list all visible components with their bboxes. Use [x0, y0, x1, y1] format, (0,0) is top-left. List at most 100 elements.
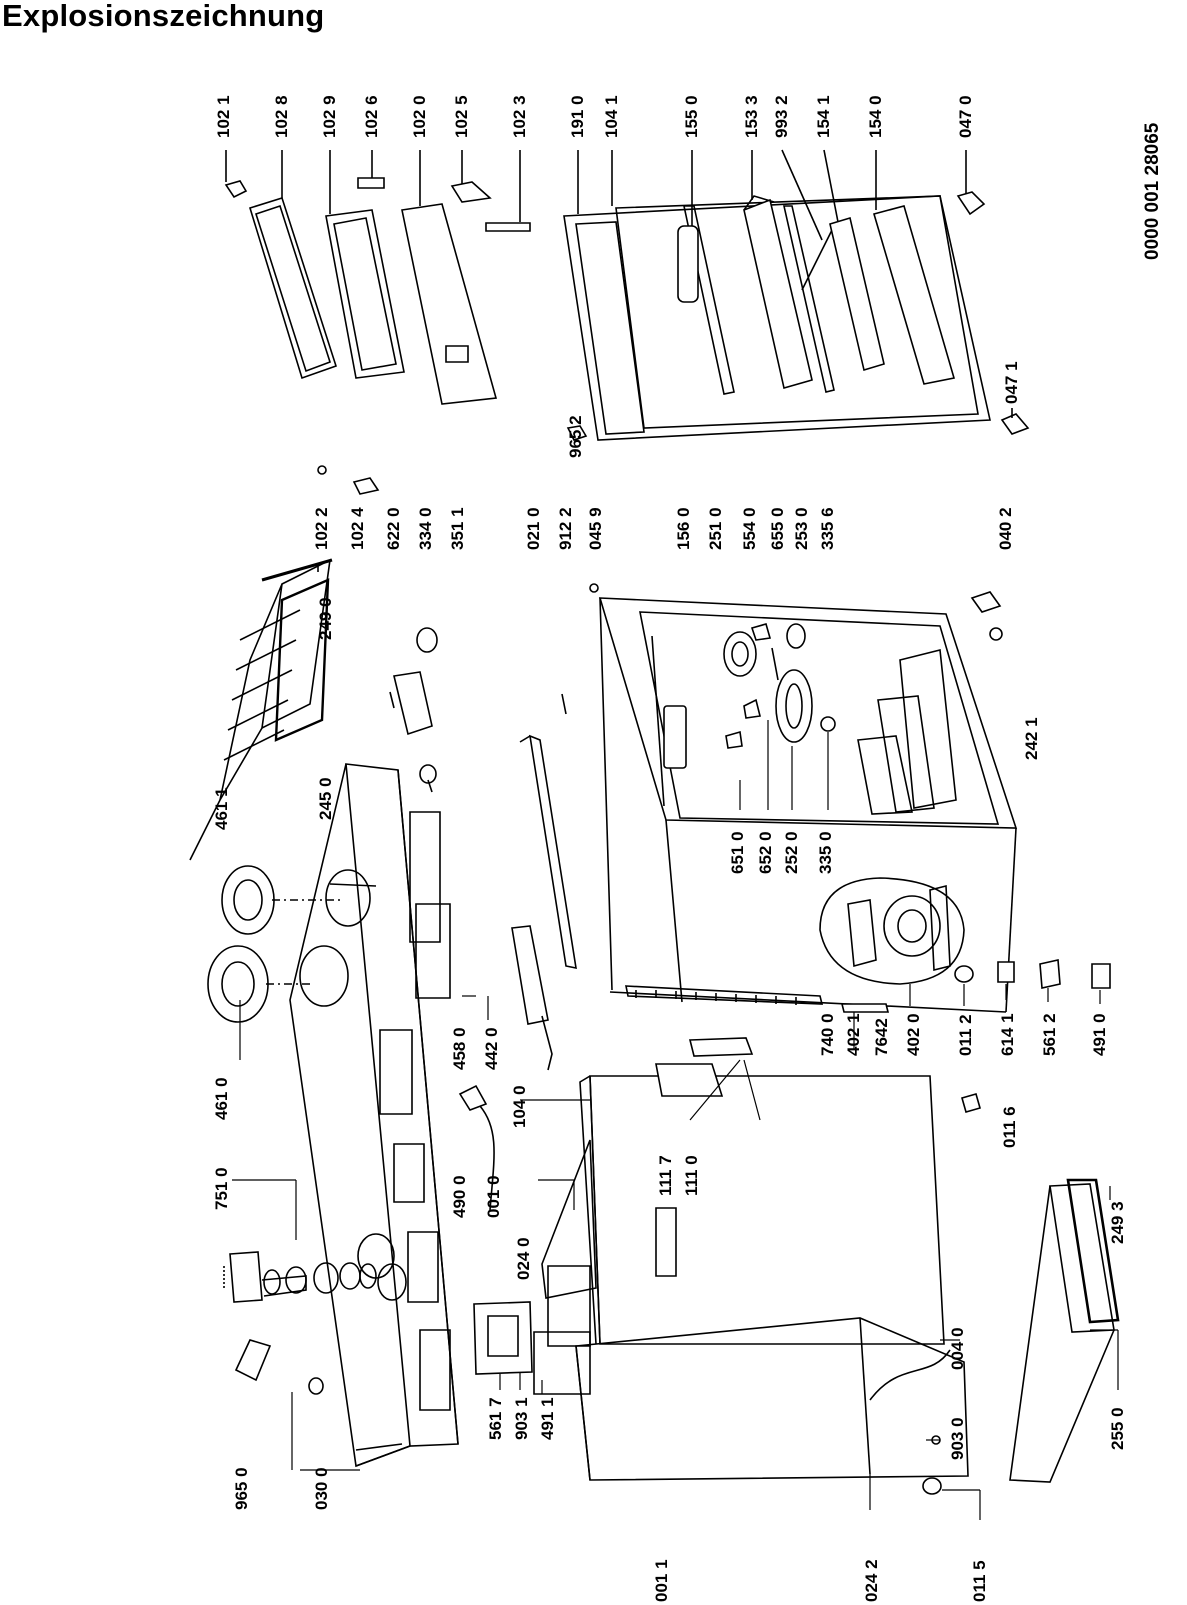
label-461-0: 461 0 — [212, 1077, 231, 1120]
label-655-0: 655 0 — [768, 507, 787, 550]
label-965-2: 965 2 — [566, 415, 585, 458]
egg-tray-155-0 — [678, 150, 698, 302]
document-code: 0000 001 28065 — [1142, 122, 1163, 260]
rail-021-0 — [520, 736, 576, 968]
label-903-0: 903 0 — [948, 1417, 967, 1460]
label-252-0: 252 0 — [782, 831, 801, 874]
compressor-detail-402-0 — [820, 878, 964, 984]
cabinet-outer-001-1 — [576, 1318, 968, 1480]
door-frame-102-9 — [326, 150, 404, 378]
strip-102-3 — [486, 150, 530, 231]
door-shelf-153-3 — [744, 150, 812, 388]
label-965-0: 965 0 — [232, 1467, 251, 1510]
label-255-0: 255 0 — [1108, 1407, 1127, 1450]
screw-912-2 — [562, 694, 566, 714]
label-490-0: 490 0 — [450, 1175, 469, 1218]
label-251-0: 251 0 — [706, 507, 725, 550]
label-651-0: 651 0 — [728, 831, 747, 874]
part-651-0 — [726, 732, 742, 748]
label-024-0: 024 0 — [514, 1237, 533, 1280]
shelf-rim-249-0 — [276, 566, 328, 740]
label-104-0: 104 0 — [510, 1085, 529, 1128]
clip-102-4 — [354, 478, 378, 494]
grid-shelf-245-0 — [190, 560, 332, 860]
condenser-740-0 — [626, 986, 822, 1005]
part-554-0 — [752, 624, 770, 640]
label-011-2: 011 2 — [956, 1014, 975, 1056]
cabinet-inner-body — [600, 598, 1016, 1012]
burner-assembly-751-0 — [224, 1252, 376, 1380]
label-001-1: 001 1 — [652, 1559, 671, 1602]
page-title: Explosionszeichnung — [2, 0, 325, 33]
label-903-1: 903 1 — [512, 1397, 531, 1440]
label-7642: 7642 — [872, 1018, 891, 1056]
screw-965-2 — [568, 426, 586, 440]
label-102-1: 102 1 — [214, 95, 233, 138]
foot-011-5 — [923, 1478, 941, 1494]
label-030-0: 030 0 — [312, 1467, 331, 1510]
base-plate-255-0 — [1010, 1184, 1114, 1482]
door-shelf-154-1 — [824, 150, 884, 370]
inner-door-191-0 — [564, 150, 990, 440]
label-047-0: 047 0 — [956, 95, 975, 138]
label-102-6: 102 6 — [362, 95, 381, 138]
screw-045-9 — [590, 584, 598, 592]
label-102-5: 102 5 — [452, 95, 471, 138]
hinge-047-1 — [1002, 408, 1028, 434]
label-458-0: 458 0 — [450, 1027, 469, 1070]
label-011-5: 011 5 — [970, 1560, 989, 1602]
label-249-3: 249 3 — [1108, 1201, 1127, 1244]
label-024-2: 024 2 — [862, 1559, 881, 1602]
lamp-351-1 — [420, 765, 436, 792]
label-001-0: 001 0 — [484, 1175, 503, 1218]
drawer-boxes-458-0 — [410, 812, 450, 998]
part-253-0 — [787, 624, 805, 648]
hinge-102-1 — [226, 150, 246, 197]
fridge-door-104-0 — [580, 1076, 944, 1344]
evaporator-tray-156-0 — [664, 706, 686, 768]
light-cover-251-0 — [724, 632, 756, 676]
hinge-102-6 — [358, 150, 384, 188]
label-442-0: 442 0 — [482, 1027, 501, 1070]
screw-102-2 — [318, 466, 326, 474]
label-104-1: 104 1 — [602, 95, 621, 138]
leader-lines — [232, 720, 1118, 1520]
handle-111-7 — [656, 1064, 722, 1096]
door-panel-102-0 — [402, 150, 496, 404]
label-402-0: 402 0 — [904, 1013, 923, 1056]
hinge-047-0 — [958, 150, 984, 214]
label-154-1: 154 1 — [814, 95, 833, 138]
label-191-0: 191 0 — [568, 95, 587, 138]
label-102-3: 102 3 — [510, 95, 529, 138]
panel-491-1 — [534, 1332, 590, 1394]
label-047-1: 047 1 — [1002, 361, 1021, 404]
label-652-0: 652 0 — [756, 831, 775, 874]
hinge-040-2 — [972, 592, 1002, 640]
label-245-0: 245 0 — [316, 777, 335, 820]
plate-102-5 — [452, 150, 490, 202]
door-gasket-frame-102-8 — [250, 150, 336, 378]
dryer-402-1 — [842, 1004, 888, 1012]
label-153-3: 153 3 — [742, 95, 761, 138]
handle-111-0 — [690, 1038, 752, 1056]
label-622-0: 622 0 — [384, 507, 403, 550]
knob-334-0 — [417, 628, 437, 652]
label-102-9: 102 9 — [320, 95, 339, 138]
label-993-2: 993 2 — [772, 95, 791, 138]
label-614-1: 614 1 — [998, 1013, 1017, 1056]
label-334-0: 334 0 — [416, 507, 435, 550]
control-box-561-7 — [474, 1302, 532, 1374]
cover-561-2 — [1040, 960, 1060, 988]
panel-024-0 — [548, 1266, 590, 1346]
label-102-2: 102 2 — [312, 507, 331, 550]
power-cable-490-0 — [460, 1086, 494, 1210]
label-554-0: 554 0 — [740, 507, 759, 550]
label-156-0: 156 0 — [674, 507, 693, 550]
label-561-2: 561 2 — [1040, 1013, 1059, 1056]
label-102-0: 102 0 — [410, 95, 429, 138]
label-111-0: 111 0 — [682, 1155, 701, 1196]
label-740-0: 740 0 — [818, 1013, 837, 1056]
part-655-0 — [772, 648, 778, 680]
label-040-2: 040 2 — [996, 507, 1015, 550]
